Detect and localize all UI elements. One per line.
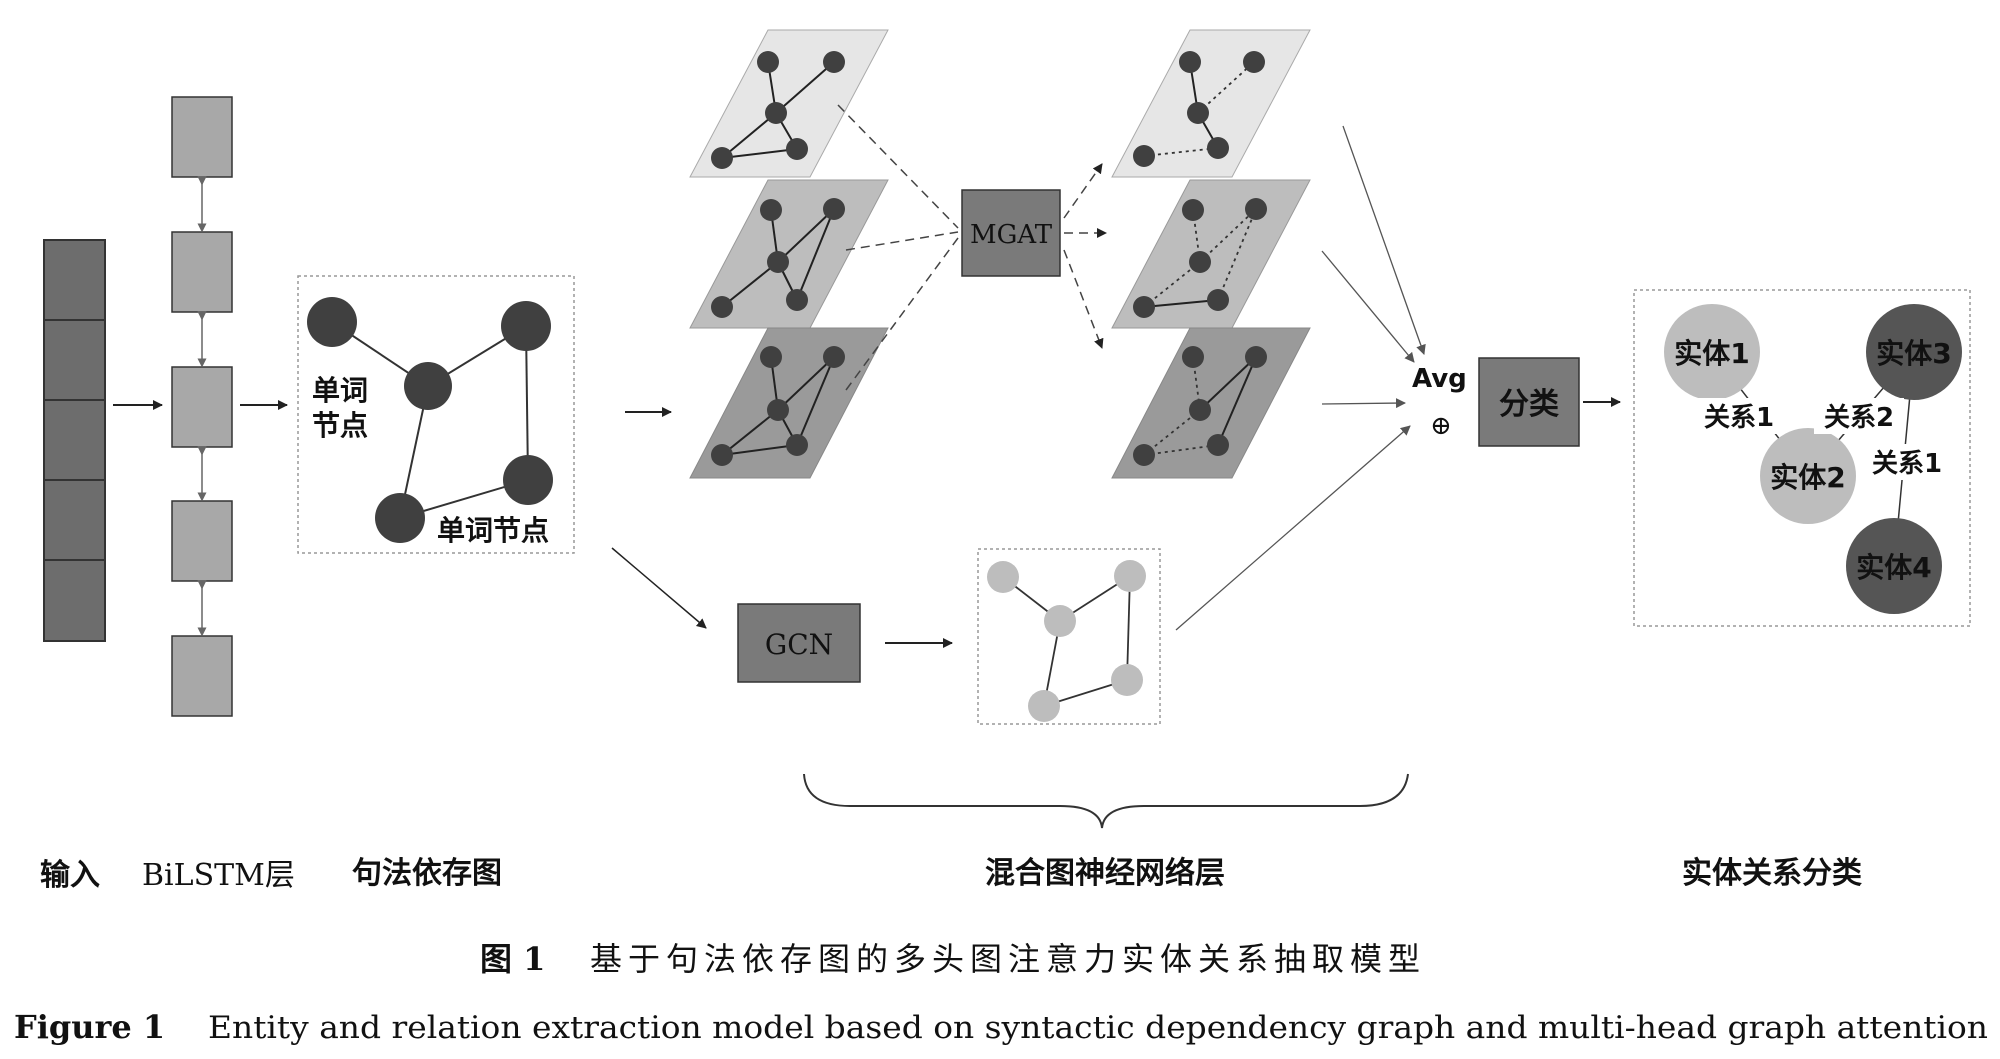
word-node [501,301,551,351]
entity-node [1846,518,1942,614]
gcn-label: GCN [765,628,833,661]
input-graph-plane-middle [689,179,889,329]
classify-block: 分类 [1478,357,1580,447]
entity-node [1760,428,1856,524]
figure-number-en: Figure 1 [14,1008,165,1046]
stage-label-syntax: 句法依存图 [352,856,502,891]
entity3-label: 实体3 [1876,337,1951,370]
figure-number-zh: 图 1 [480,940,545,978]
arrow-syntax-to-gcn [611,547,707,629]
relation-label-b: 关系2 [1824,403,1894,433]
gcn-output-graph [977,548,1161,725]
attention-graph-plane-top [1111,29,1311,178]
arrows-into-avg [1175,125,1426,631]
mgat-block: MGAT [961,189,1061,277]
entity1-label: 实体1 [1674,337,1749,370]
entity4-label: 实体4 [1856,551,1931,584]
word-node [503,455,553,505]
figure-caption-en: Entity and relation extraction model bas… [208,1010,1988,1046]
plus-operator-icon: ⊕ [1430,411,1452,441]
stage-label-input: 输入 [40,858,100,893]
entity-relation-graph: 实体1 实体2 实体3 实体4 关系1 关系2 关系1 [1633,289,1971,627]
mgat-input-dashed-lines [837,104,959,391]
mgat-label: MGAT [970,220,1053,250]
stage-label-bilstm: BiLSTM层 [142,858,295,893]
mgat-output-dashed-arrows [1063,163,1107,349]
figure-caption-zh: 基于句法依存图的多头图注意力实体关系抽取模型 [590,940,1426,978]
input-graph-plane-top [689,29,889,178]
word-node-label-right: 单词节点 [437,514,549,547]
syntax-dependency-graph: 单词 节点 单词节点 [297,275,575,554]
word-node [375,493,425,543]
relation-label-c: 关系1 [1872,449,1942,479]
input-graph-plane-bottom [689,327,889,479]
relation-label-a: 关系1 [1704,403,1774,433]
entity2-label: 实体2 [1770,461,1845,494]
gcn-block: GCN [737,603,861,683]
word-node [307,297,357,347]
entity-node [1664,304,1760,400]
hybrid-layer-brace [803,773,1409,829]
classify-label: 分类 [1499,387,1559,422]
word-node-label-bottom: 节点 [312,409,368,442]
attention-graph-plane-bottom [1111,327,1311,479]
attention-graph-plane-middle [1111,179,1311,329]
entity-node [1866,304,1962,400]
input-embedding-stack [43,239,106,642]
avg-label: Avg [1412,364,1467,394]
word-node [404,362,452,410]
word-node-label-top: 单词 [312,374,368,407]
stage-label-hybrid: 混合图神经网络层 [985,856,1225,891]
bilstm-cells [171,96,233,717]
stage-label-classify: 实体关系分类 [1682,856,1862,891]
